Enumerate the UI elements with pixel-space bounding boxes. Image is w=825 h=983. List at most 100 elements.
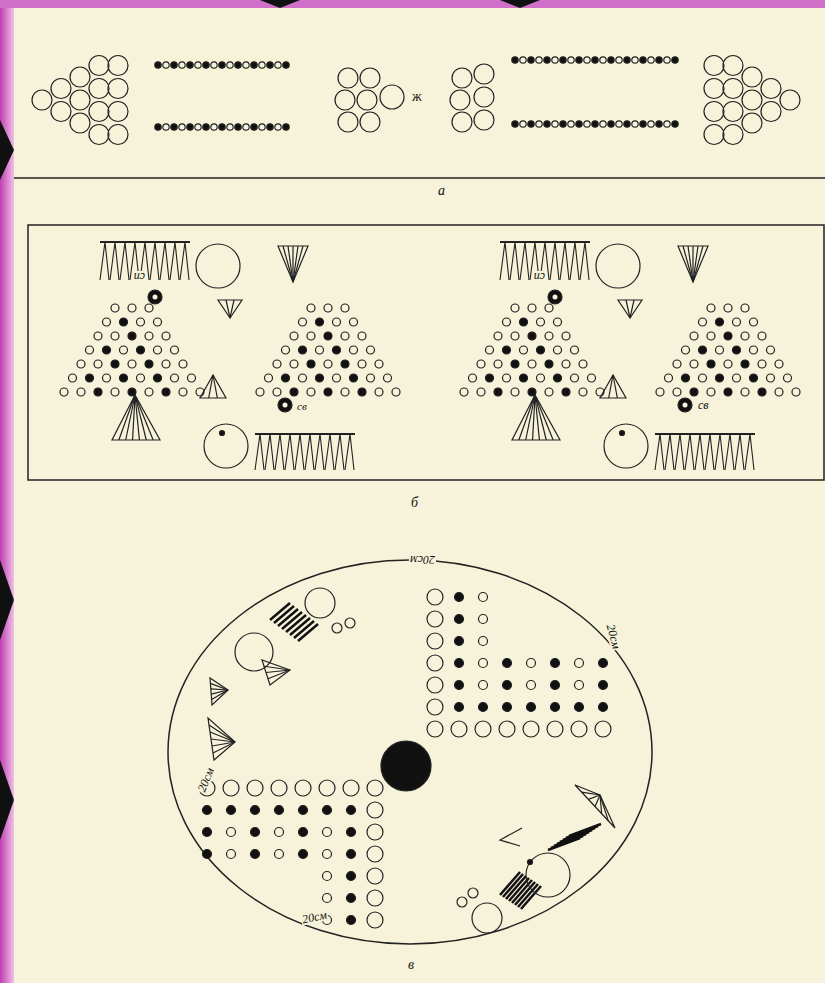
bead (282, 346, 290, 354)
bead (259, 62, 265, 68)
bead (367, 824, 383, 840)
bead (94, 360, 102, 368)
fringe-band (500, 241, 590, 243)
fan-stroke (126, 395, 135, 440)
fan-stroke (211, 689, 228, 690)
bead-filled (290, 388, 298, 396)
bead-filled (299, 806, 308, 815)
bead (545, 304, 553, 312)
panel-frame (28, 225, 824, 480)
bead (575, 659, 584, 668)
bead-filled (148, 290, 162, 304)
bead (742, 67, 762, 87)
fan-stroke (213, 375, 217, 398)
fringe-pendant (550, 242, 559, 280)
bead-filled (528, 121, 534, 127)
fan-pendant (208, 718, 235, 760)
bead (111, 388, 119, 396)
fringe-pendant (345, 434, 354, 470)
bead (256, 388, 264, 396)
bead (741, 388, 749, 396)
bead (511, 388, 519, 396)
bead (479, 615, 488, 624)
bead (536, 57, 542, 63)
bead (145, 332, 153, 340)
bead (171, 346, 179, 354)
bead (427, 699, 443, 715)
bead (338, 112, 358, 132)
bead (648, 57, 654, 63)
fringe-pendant (580, 242, 589, 280)
bead-filled (251, 62, 257, 68)
fringe-band (255, 433, 355, 435)
fringe-pendant (655, 434, 664, 470)
frame-mark (260, 0, 300, 8)
fringe-band (100, 241, 190, 243)
bead (137, 374, 145, 382)
bead-filled (278, 398, 292, 412)
bead-filled (520, 318, 528, 326)
bead (494, 332, 502, 340)
bead-filled (690, 388, 698, 396)
bead (275, 124, 281, 130)
central-deposit (381, 741, 431, 791)
bead-filled (283, 124, 289, 130)
bead (494, 360, 502, 368)
bead (70, 113, 90, 133)
bead (275, 62, 281, 68)
bead (360, 112, 380, 132)
bead (341, 332, 349, 340)
bead-filled (171, 62, 177, 68)
bead-filled (455, 681, 464, 690)
bead (527, 681, 536, 690)
fan-pendant (210, 678, 228, 705)
bead-filled (145, 360, 153, 368)
fan-stroke (264, 666, 290, 670)
bead (723, 79, 743, 99)
fan-stroke (213, 742, 235, 753)
bead (588, 374, 596, 382)
bead (305, 588, 335, 618)
bead (767, 346, 775, 354)
fringe-pendant (285, 434, 294, 470)
bead (673, 388, 681, 396)
fringe-pendant (275, 434, 284, 470)
bead (479, 637, 488, 646)
bead (154, 346, 162, 354)
bead-filled (512, 57, 518, 63)
bead-filled (455, 703, 464, 712)
bead-filled (323, 806, 332, 815)
fan-stroke (288, 246, 293, 282)
fringe-pendant (120, 242, 129, 280)
fringe-pendant (745, 434, 754, 470)
bead (733, 318, 741, 326)
bead-filled (120, 318, 128, 326)
bead (108, 79, 128, 99)
bead (571, 374, 579, 382)
bead-filled (251, 828, 260, 837)
bead-filled (544, 57, 550, 63)
bead (792, 388, 800, 396)
burial-pit (168, 560, 652, 944)
bead-filled (235, 62, 241, 68)
bead (632, 57, 638, 63)
bead (474, 87, 494, 107)
fringe-strand (569, 824, 601, 836)
bead (271, 780, 287, 796)
bead-filled (187, 124, 193, 130)
bead-filled (528, 57, 534, 63)
fan-pendant (678, 246, 708, 282)
bead-filled (486, 374, 494, 382)
bead (632, 121, 638, 127)
fan-stroke (293, 246, 298, 282)
bead (367, 846, 383, 862)
bead (275, 828, 284, 837)
dimension-label: 20см (195, 765, 216, 795)
bead (545, 332, 553, 340)
bead-filled (672, 121, 678, 127)
bead-filled (682, 374, 690, 382)
bead (547, 721, 563, 737)
fan-stroke (209, 375, 213, 398)
bead (290, 360, 298, 368)
bead (145, 304, 153, 312)
